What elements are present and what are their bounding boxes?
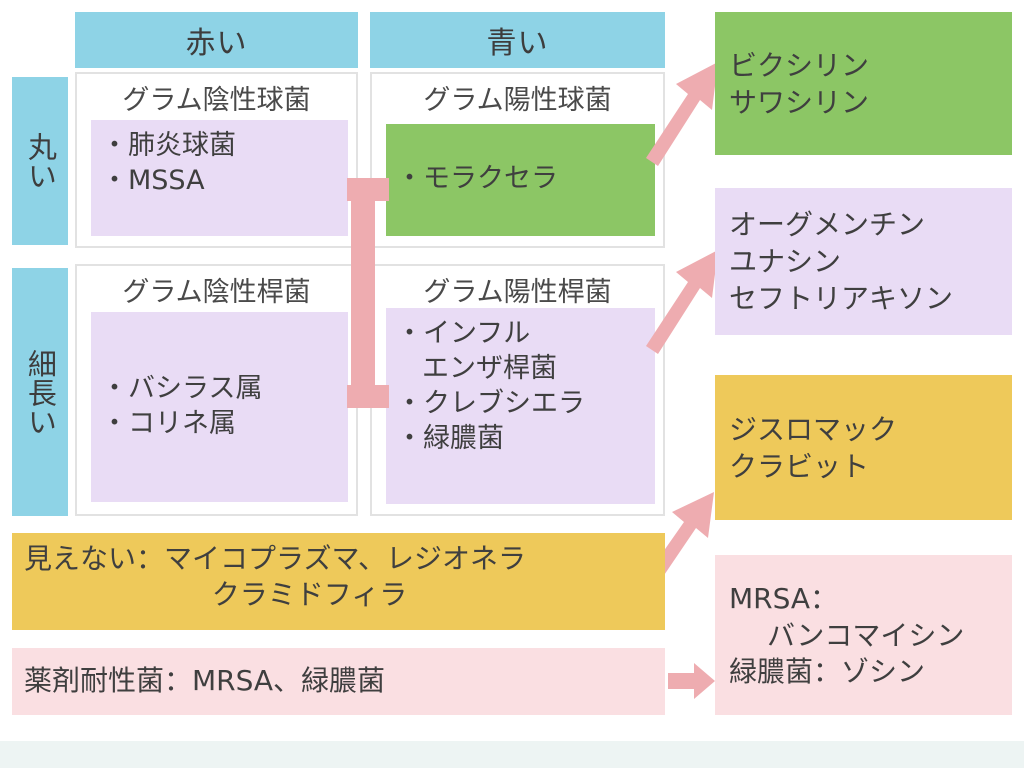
drug-box-macrolide: ジスロマック クラビット (715, 375, 1012, 520)
list-item-continuation: エンザ桿菌 (422, 353, 557, 385)
list-item: ・モラクセラ (396, 163, 558, 195)
drug-line: ユナシン (729, 245, 842, 279)
arrow-to-augmentin-box (644, 246, 724, 356)
cell-gram-positive-rods: グラム陽性桿菌 ・インフル エンザ桿菌 ・クレブシエラ ・緑膿菌 (370, 264, 665, 516)
bar-invisible-line1: 見えない：マイコプラズマ、レジオネラ (24, 542, 527, 575)
cell-list-gram-negative-rods: ・バシラス属 ・コリネ属 (91, 312, 348, 502)
cell-title-gram-negative-rods: グラム陰性桿菌 (122, 277, 311, 308)
cell-title-gram-positive-cocci: グラム陽性球菌 (423, 85, 612, 116)
drug-line: オーグメンチン (729, 208, 926, 242)
drug-line: MRSA： (729, 581, 839, 615)
cell-title-gram-positive-rods: グラム陽性桿菌 (423, 277, 612, 308)
page-bottom-band (0, 741, 1024, 768)
drug-line: ビクシリン (729, 48, 870, 82)
drug-line: セフトリアキソン (729, 281, 954, 315)
bracket-connector-stem (351, 178, 375, 408)
cell-list-gram-negative-cocci: ・肺炎球菌 ・MSSA (91, 120, 348, 236)
arrow-to-resistant-drugs-box (668, 662, 716, 702)
bar-resistant-organisms: 薬剤耐性菌：MRSA、緑膿菌 (12, 648, 665, 715)
row-label-rod: 細長い (12, 268, 68, 516)
list-item: ・MSSA (101, 165, 205, 197)
row-label-round: 丸い (12, 77, 68, 245)
drug-line: バンコマイシン (767, 618, 965, 652)
cell-gram-negative-rods: グラム陰性桿菌 ・バシラス属 ・コリネ属 (75, 264, 358, 516)
list-item: ・クレブシエラ (396, 388, 585, 420)
bracket-connector-arm-bottom (347, 385, 389, 408)
drug-box-resistant: MRSA： バンコマイシン 緑膿菌：ゾシン (715, 555, 1012, 715)
list-item: ・コリネ属 (101, 408, 236, 439)
column-header-red: 赤い (75, 12, 358, 68)
cell-gram-negative-cocci: グラム陰性球菌 ・肺炎球菌 ・MSSA (75, 72, 358, 248)
bar-invisible-line2: クラミドフィラ (211, 578, 408, 612)
arrow-to-penicillin-box (644, 58, 724, 168)
drug-line: ジスロマック (729, 412, 898, 446)
cell-list-gram-positive-rods: ・インフル エンザ桿菌 ・クレブシエラ ・緑膿菌 (386, 308, 655, 504)
drug-box-penicillin: ビクシリン サワシリン (715, 12, 1012, 155)
drug-line: サワシリン (729, 85, 870, 119)
cell-gram-positive-cocci: グラム陽性球菌 ・モラクセラ (370, 72, 665, 248)
cell-title-gram-negative-cocci: グラム陰性球菌 (122, 85, 311, 116)
bracket-connector-arm-top (347, 178, 389, 201)
cell-list-gram-positive-cocci: ・モラクセラ (386, 124, 655, 236)
list-item: ・バシラス属 (101, 372, 263, 404)
column-header-blue: 青い (370, 12, 665, 68)
drug-line: クラビット (729, 449, 870, 483)
list-item: ・インフル (396, 318, 531, 349)
list-item: ・肺炎球菌 (101, 130, 236, 161)
drug-box-augmentin: オーグメンチン ユナシン セフトリアキソン (715, 188, 1012, 335)
list-item: ・緑膿菌 (396, 423, 504, 455)
bar-resistant-text: 薬剤耐性菌：MRSA、緑膿菌 (24, 664, 386, 698)
bar-invisible-organisms: 見えない：マイコプラズマ、レジオネラ クラミドフィラ (12, 533, 665, 630)
drug-line: 緑膿菌：ゾシン (729, 655, 926, 689)
